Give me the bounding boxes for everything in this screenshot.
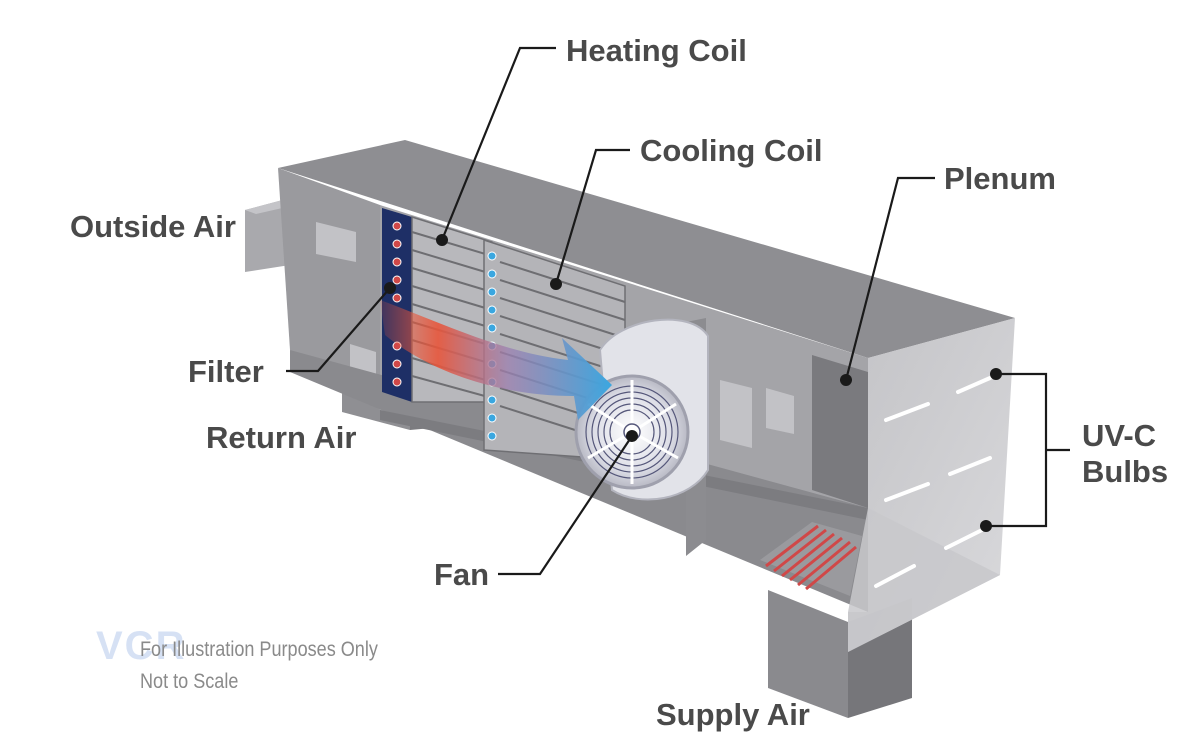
label-plenum: Plenum: [944, 161, 1056, 196]
illustration-note: For Illustration Purposes Only: [140, 638, 378, 661]
leader-cooling-coil: [554, 148, 630, 285]
label-cooling-coil: Cooling Coil: [640, 133, 823, 168]
scale-note: Not to Scale: [140, 670, 239, 693]
label-uv-c-bulbs: UV-C Bulbs: [1082, 418, 1168, 490]
label-uv-c: UV-C: [1082, 418, 1157, 453]
label-bulbs: Bulbs: [1082, 454, 1169, 489]
floor-coil-element: [760, 522, 862, 596]
label-fan: Fan: [434, 557, 490, 592]
outside-air-duct: [245, 198, 290, 272]
casing-front: [290, 350, 868, 612]
uv-c-bulbs: [874, 376, 992, 588]
leader-dots: [384, 234, 1002, 532]
label-supply-air: Supply Air: [656, 697, 810, 732]
airflow-arrow: [380, 300, 612, 420]
leader-lines: [286, 46, 1070, 576]
leader-fan: [498, 435, 633, 576]
plenum: [812, 355, 868, 508]
filter-rack: [382, 208, 412, 402]
label-outside-air: Outside Air: [70, 209, 236, 244]
leader-filter: [286, 287, 391, 373]
label-return-air: Return Air: [206, 420, 357, 455]
leader-heating-coil: [440, 46, 556, 241]
label-heating-coil: Heating Coil: [566, 33, 747, 68]
leader-plenum: [844, 176, 935, 381]
vcr-logo-watermark: VCR: [96, 624, 187, 668]
supply-air-duct: [768, 590, 848, 718]
casing-top: [278, 140, 1015, 358]
label-filter: Filter: [188, 354, 264, 389]
filter-tube-ends: [392, 221, 402, 387]
